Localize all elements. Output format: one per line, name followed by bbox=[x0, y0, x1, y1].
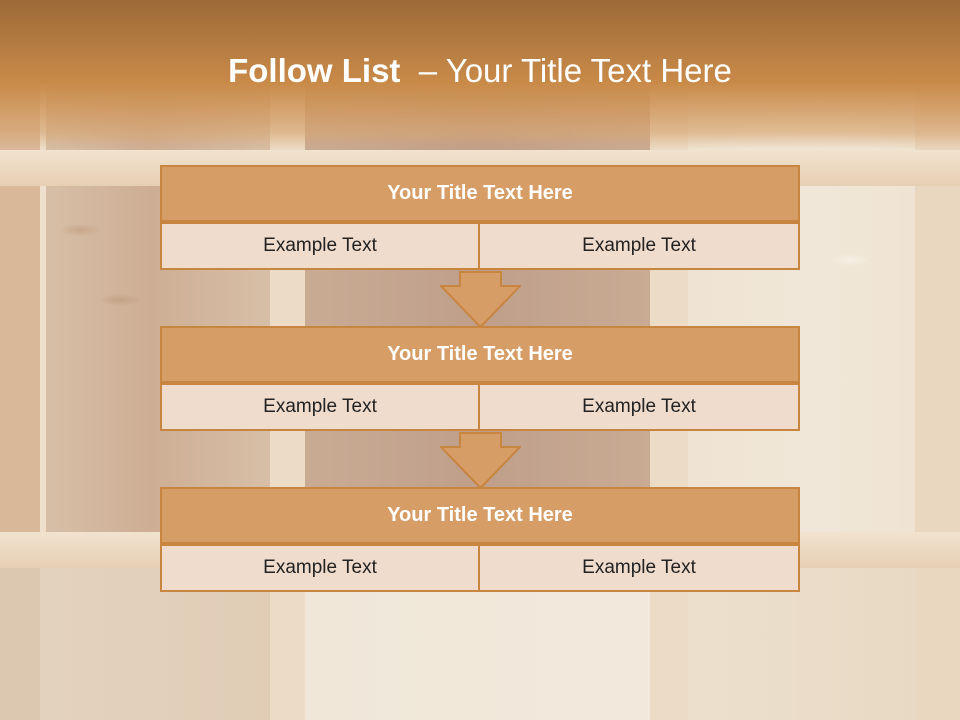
slide-title-rest: – Your Title Text Here bbox=[418, 52, 732, 89]
block-cell-right: Example Text bbox=[480, 383, 800, 431]
block-cell-right: Example Text bbox=[480, 544, 800, 592]
block-title: Your Title Text Here bbox=[160, 326, 800, 383]
slide-title: Follow List – Your Title Text Here bbox=[0, 52, 960, 90]
down-arrow-icon bbox=[440, 271, 521, 329]
down-arrow-icon bbox=[440, 432, 521, 490]
block-cell-right: Example Text bbox=[480, 222, 800, 270]
block-cell-left: Example Text bbox=[160, 222, 480, 270]
list-block-3: Your Title Text Here Example Text Exampl… bbox=[160, 487, 800, 592]
block-cell-left: Example Text bbox=[160, 383, 480, 431]
list-block-1: Your Title Text Here Example Text Exampl… bbox=[160, 165, 800, 270]
list-block-2: Your Title Text Here Example Text Exampl… bbox=[160, 326, 800, 431]
rice-background-lower bbox=[0, 568, 960, 720]
block-title: Your Title Text Here bbox=[160, 165, 800, 222]
block-title: Your Title Text Here bbox=[160, 487, 800, 544]
slide-title-bold: Follow List bbox=[228, 52, 401, 89]
block-cell-left: Example Text bbox=[160, 544, 480, 592]
title-band bbox=[0, 0, 960, 150]
